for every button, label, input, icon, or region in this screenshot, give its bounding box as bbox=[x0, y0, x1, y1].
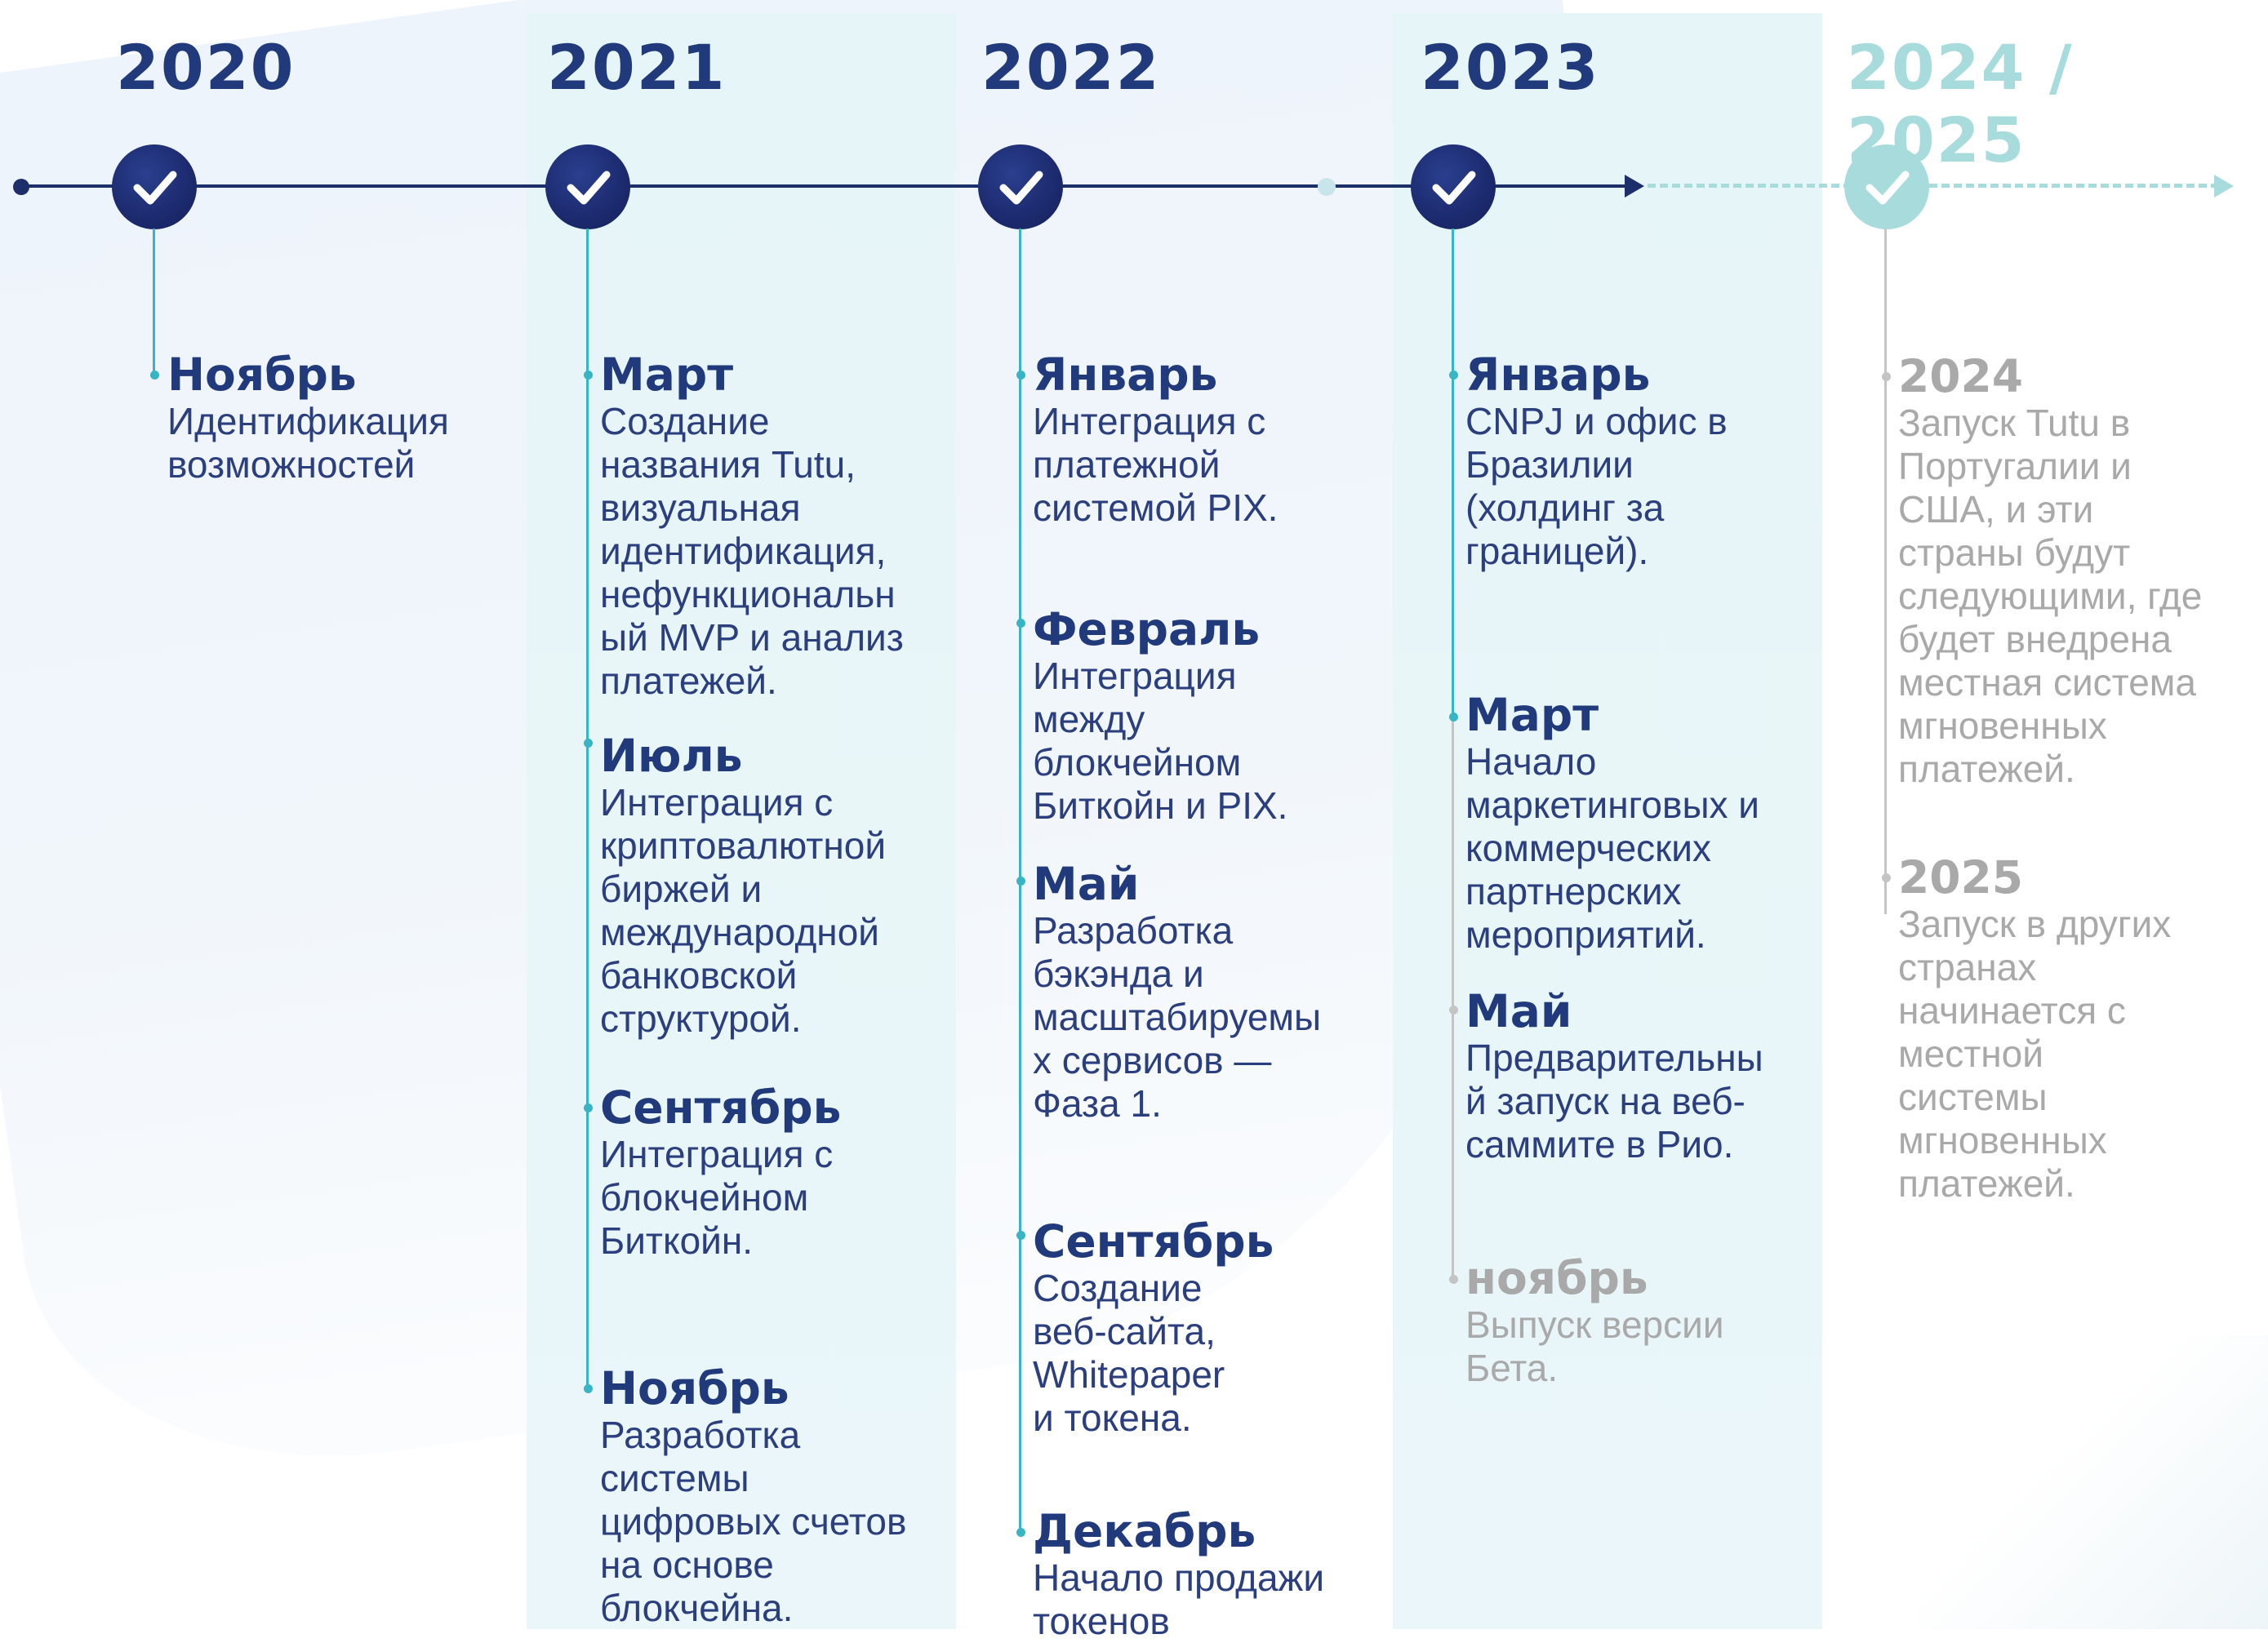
event-node bbox=[1449, 1275, 1458, 1284]
column-connector-line bbox=[586, 229, 589, 1388]
event-node bbox=[1882, 372, 1891, 381]
column-band-2023 bbox=[1393, 13, 1822, 1629]
event-node bbox=[1449, 713, 1458, 722]
event-description: Интеграция между блокчейном Биткойн и PI… bbox=[1033, 655, 1288, 827]
event-2022-february: Февраль Интеграция между блокчейном Битк… bbox=[1033, 604, 1287, 828]
event-node bbox=[1449, 371, 1458, 380]
event-node bbox=[1449, 1006, 1458, 1015]
event-description: Интеграция с платежной системой PIX. bbox=[1033, 400, 1279, 529]
event-node bbox=[584, 739, 593, 748]
event-node bbox=[1016, 1231, 1025, 1240]
column-band-2021 bbox=[527, 13, 956, 1629]
event-node bbox=[584, 371, 593, 380]
event-node bbox=[584, 1384, 593, 1393]
checkmark-circle-icon bbox=[1411, 144, 1496, 229]
event-title: Ноябрь bbox=[167, 349, 357, 401]
event-title: Январь bbox=[1033, 349, 1218, 401]
event-title: Март bbox=[600, 349, 734, 401]
event-title: ноябрь bbox=[1465, 1252, 1648, 1304]
event-2024: 2024 Запуск Tutu в Португалии и США, и э… bbox=[1898, 351, 2202, 791]
event-title: 2024 bbox=[1898, 350, 2024, 402]
event-2020-november: Ноябрь Идентификация возможностей bbox=[167, 349, 449, 486]
event-node bbox=[584, 1103, 593, 1112]
event-title: Май bbox=[1033, 858, 1140, 910]
event-description: Разработка системы цифровых счетов на ос… bbox=[600, 1414, 907, 1629]
event-description: Запуск в других странах начинается с мес… bbox=[1898, 903, 2172, 1205]
event-2023-november: ноябрь Выпуск версии Бета. bbox=[1465, 1253, 1724, 1390]
event-2023-may: Май Предварительны й запуск на веб- самм… bbox=[1465, 986, 1763, 1166]
timeline-arrow-icon bbox=[1625, 175, 1644, 198]
timeline-axis-solid bbox=[21, 184, 1631, 188]
checkmark-circle-icon bbox=[1844, 144, 1929, 229]
event-2021-september: Сентябрь Интеграция с блокчейном Биткойн… bbox=[600, 1082, 841, 1263]
event-title: Декабрь bbox=[1033, 1505, 1256, 1557]
event-description: Идентификация возможностей bbox=[167, 400, 449, 486]
event-2022-january: Январь Интеграция с платежной системой P… bbox=[1033, 349, 1278, 530]
timeline-axis-dashed bbox=[1648, 184, 2219, 188]
column-connector-line bbox=[1452, 229, 1454, 718]
event-description: Начало маркетинговых и коммерческих парт… bbox=[1465, 740, 1759, 956]
event-title: Май bbox=[1465, 985, 1572, 1037]
event-description: Интеграция с блокчейном Биткойн. bbox=[600, 1133, 834, 1262]
event-2023-january: Январь CNPJ и офис в Бразилии (холдинг з… bbox=[1465, 349, 1728, 573]
event-2021-july: Июль Интеграция с криптовалютной биржей … bbox=[600, 730, 886, 1041]
event-node bbox=[1016, 1528, 1025, 1537]
checkmark-circle-icon bbox=[545, 144, 630, 229]
event-title: Февраль bbox=[1033, 603, 1261, 655]
event-description: CNPJ и офис в Бразилии (холдинг за грани… bbox=[1465, 400, 1728, 572]
event-2022-september: Сентябрь Создание веб-сайта, Whitepaper … bbox=[1033, 1216, 1274, 1440]
event-2022-december: Декабрь Начало продажи токенов bbox=[1033, 1506, 1324, 1643]
event-description: Запуск Tutu в Португалии и США, и эти ст… bbox=[1898, 402, 2203, 790]
event-description: Предварительны й запуск на веб- саммите … bbox=[1465, 1037, 1763, 1166]
column-connector-line-future bbox=[1884, 229, 1887, 914]
event-node bbox=[1016, 371, 1025, 380]
event-title: Январь bbox=[1465, 349, 1651, 401]
year-heading-2020: 2020 bbox=[116, 31, 296, 104]
corner-shade bbox=[1917, 1335, 2268, 1629]
event-description: Начало продажи токенов bbox=[1033, 1556, 1325, 1642]
event-description: Выпуск версии Бета. bbox=[1465, 1303, 1724, 1389]
event-2021-march: Март Создание названия Tutu, визуальная … bbox=[600, 349, 904, 703]
event-title: Ноябрь bbox=[600, 1362, 789, 1414]
event-node bbox=[1016, 877, 1025, 886]
event-title: Март bbox=[1465, 689, 1599, 741]
timeline-future-arrow-icon bbox=[2214, 175, 2234, 198]
event-node bbox=[1016, 619, 1025, 628]
column-connector-line-future bbox=[1452, 718, 1454, 1281]
event-2022-may: Май Разработка бэкэнда и масштабируемы х… bbox=[1033, 859, 1321, 1126]
event-description: Интеграция с криптовалютной биржей и меж… bbox=[600, 781, 887, 1040]
event-description: Разработка бэкэнда и масштабируемы х сер… bbox=[1033, 909, 1322, 1125]
year-heading-2021: 2021 bbox=[547, 31, 727, 104]
checkmark-circle-icon bbox=[112, 144, 197, 229]
column-connector-line bbox=[153, 229, 155, 375]
event-2025: 2025 Запуск в других странах начинается … bbox=[1898, 852, 2171, 1206]
event-node bbox=[150, 371, 159, 380]
event-title: 2025 bbox=[1898, 851, 2024, 904]
event-node bbox=[1882, 873, 1891, 882]
event-title: Июль bbox=[600, 730, 743, 782]
event-title: Сентябрь bbox=[1033, 1215, 1274, 1268]
checkmark-circle-icon bbox=[978, 144, 1063, 229]
event-description: Создание веб-сайта, Whitepaper и токена. bbox=[1033, 1267, 1225, 1439]
timeline-mid-dot bbox=[1318, 178, 1336, 196]
event-2023-march: Март Начало маркетинговых и коммерческих… bbox=[1465, 690, 1759, 957]
event-2021-november: Ноябрь Разработка системы цифровых счето… bbox=[600, 1363, 906, 1630]
event-description: Создание названия Tutu, визуальная идент… bbox=[600, 400, 904, 702]
year-heading-2022: 2022 bbox=[981, 31, 1161, 104]
year-heading-2023: 2023 bbox=[1421, 31, 1600, 104]
event-title: Сентябрь bbox=[600, 1081, 842, 1134]
